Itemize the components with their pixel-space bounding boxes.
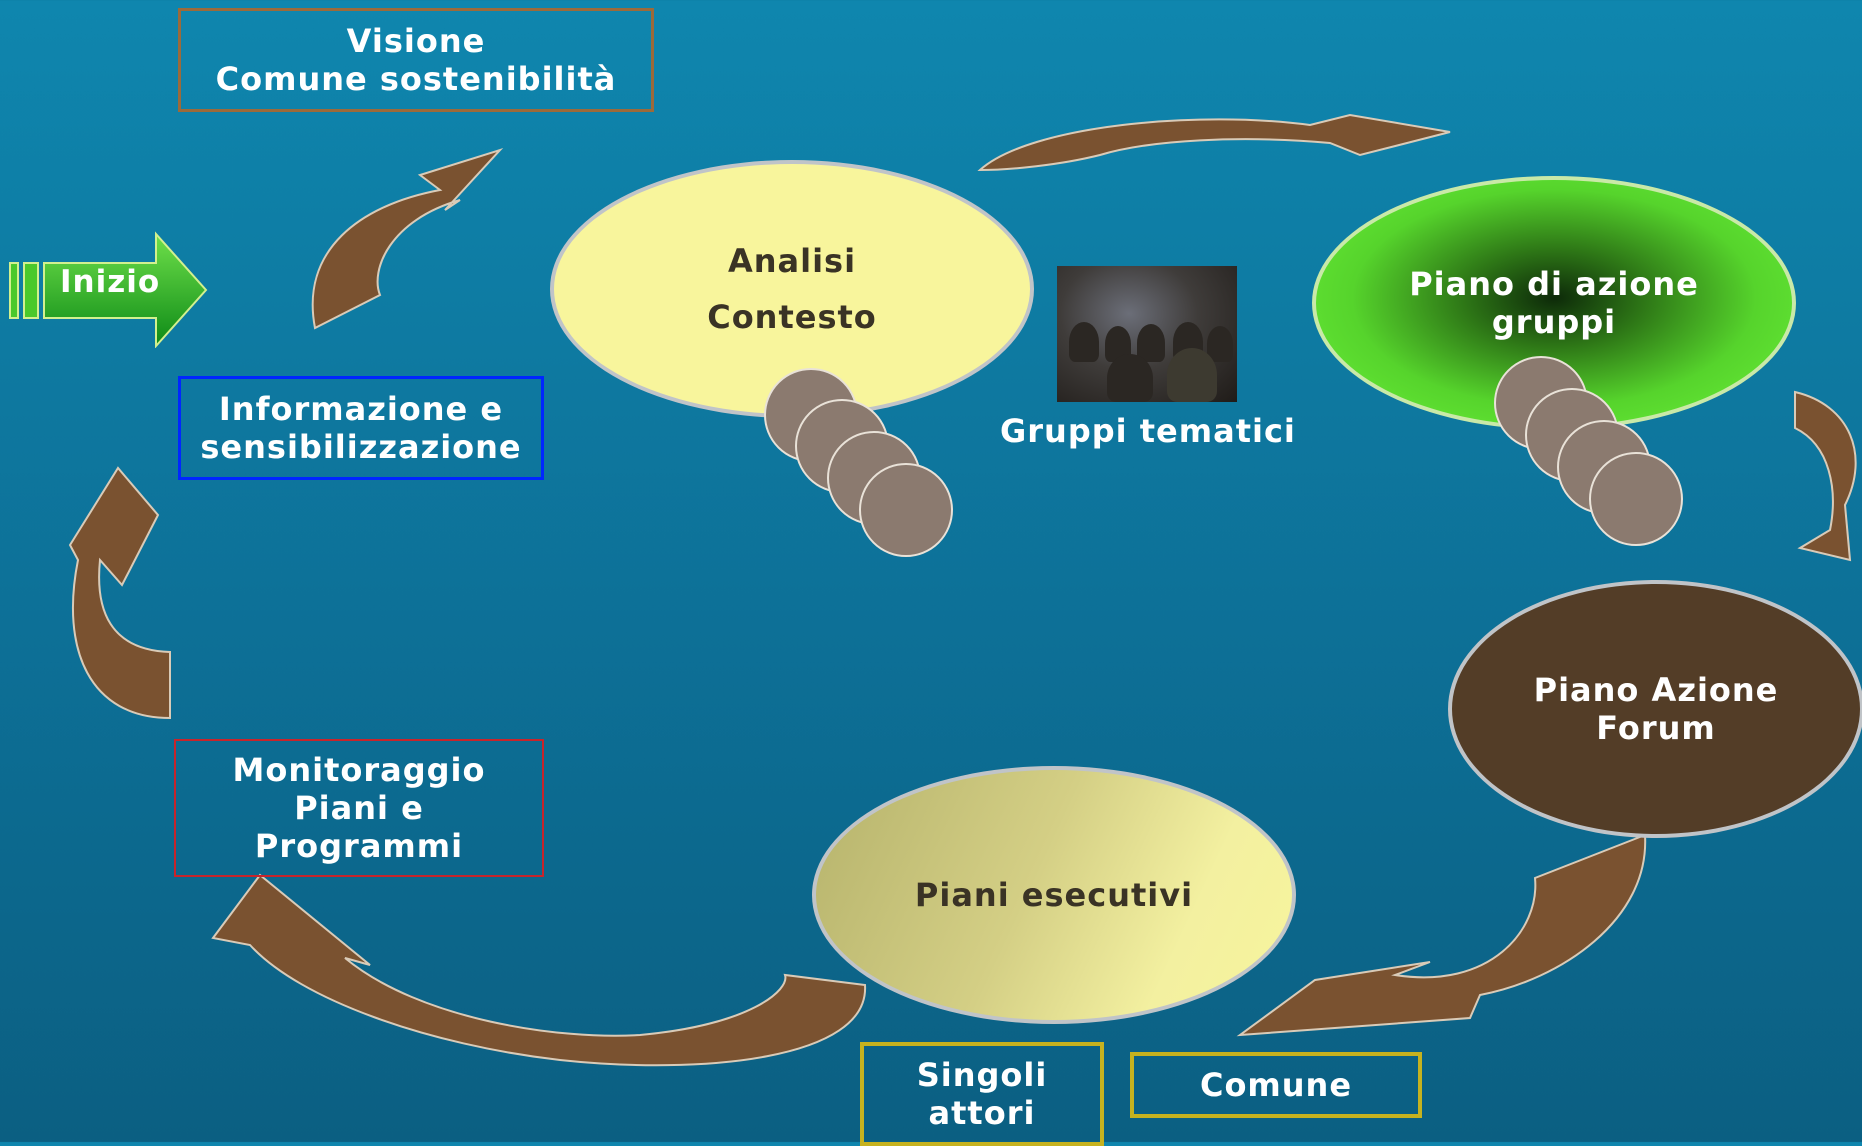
inizio-label[interactable]: Inizio [60,264,161,300]
gruppi-tematici-label: Gruppi tematici [1000,412,1296,450]
curved-arrow-icon [1794,390,1857,562]
piani-esecutivi-ellipse: Piani esecutivi [812,766,1296,1024]
curved-arrow-icon [68,466,171,720]
analisi-label: Analisi [727,242,857,280]
piano-azione-forum-ellipse: Piano Azione Forum [1448,580,1862,838]
meeting-photo [1057,266,1237,402]
comune-box: Comune [1130,1052,1422,1118]
singoli-attori-box: Singoli attori [860,1042,1104,1146]
monitoraggio-box: Monitoraggio Piani e Programmi [174,739,544,877]
curved-arrow-icon [1236,833,1647,1037]
visione-box: Visione Comune sostenibilità [178,8,654,112]
curved-arrow-icon [211,873,867,1067]
start-arrow-icon [9,231,208,348]
informazione-box: Informazione e sensibilizzazione [178,376,544,480]
circle-stack-item [859,463,953,557]
curved-arrow-icon [977,113,1451,172]
curved-arrow-icon [311,147,504,330]
circle-stack-item [1589,452,1683,546]
contesto-label: Contesto [707,298,877,336]
